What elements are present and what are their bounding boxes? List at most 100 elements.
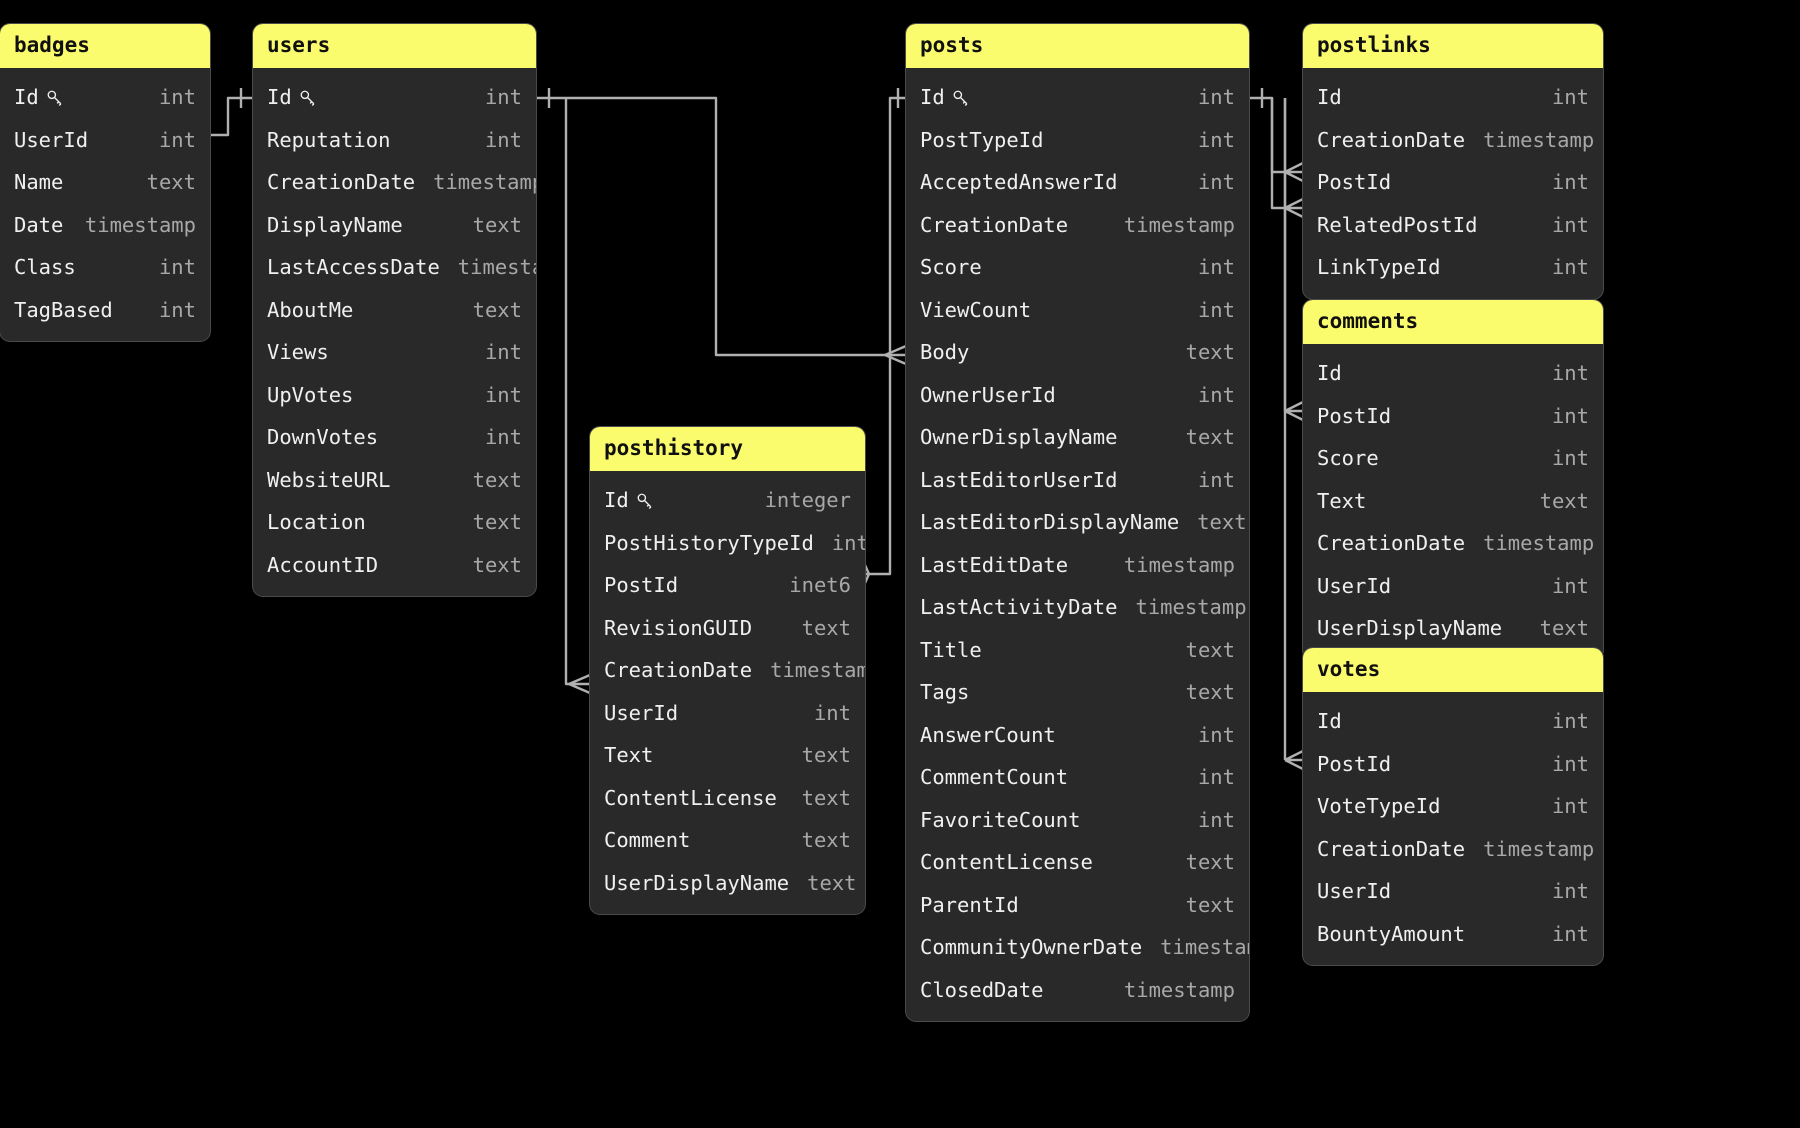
column-name-label: ContentLicense — [920, 850, 1093, 875]
column-type: int — [1197, 85, 1235, 110]
column-type: int — [813, 700, 851, 725]
table-title-posts: posts — [906, 24, 1249, 68]
column-name-label: LastEditorDisplayName — [920, 510, 1180, 535]
column-name: ClosedDate — [920, 978, 1043, 1002]
column-name: UserDisplayName — [604, 871, 789, 895]
column-name-label: UpVotes — [267, 382, 354, 407]
column-name-label: CreationDate — [1317, 836, 1466, 861]
column-name-label: PostId — [1317, 170, 1392, 195]
column-name: LastActivityDate — [920, 595, 1117, 619]
column-name: Views — [267, 340, 329, 364]
column-name-label: Id — [267, 85, 292, 110]
column-row[interactable]: LastAccessDatetimestamp — [253, 246, 536, 289]
column-name-label: Date — [14, 212, 64, 237]
column-name-label: CreationDate — [267, 170, 416, 195]
column-name: RelatedPostId — [1317, 213, 1477, 237]
column-type: int — [1197, 382, 1235, 407]
column-name-label: TagBased — [14, 297, 113, 322]
column-type: int — [1551, 255, 1589, 280]
column-name: LastAccessDate — [267, 255, 440, 279]
column-row[interactable]: CommunityOwnerDatetimestamp — [906, 926, 1249, 969]
column-type: int — [1197, 127, 1235, 152]
column-name: ParentId — [920, 893, 1019, 917]
column-name: Id — [604, 488, 654, 512]
column-name-label: UserId — [1317, 573, 1392, 598]
